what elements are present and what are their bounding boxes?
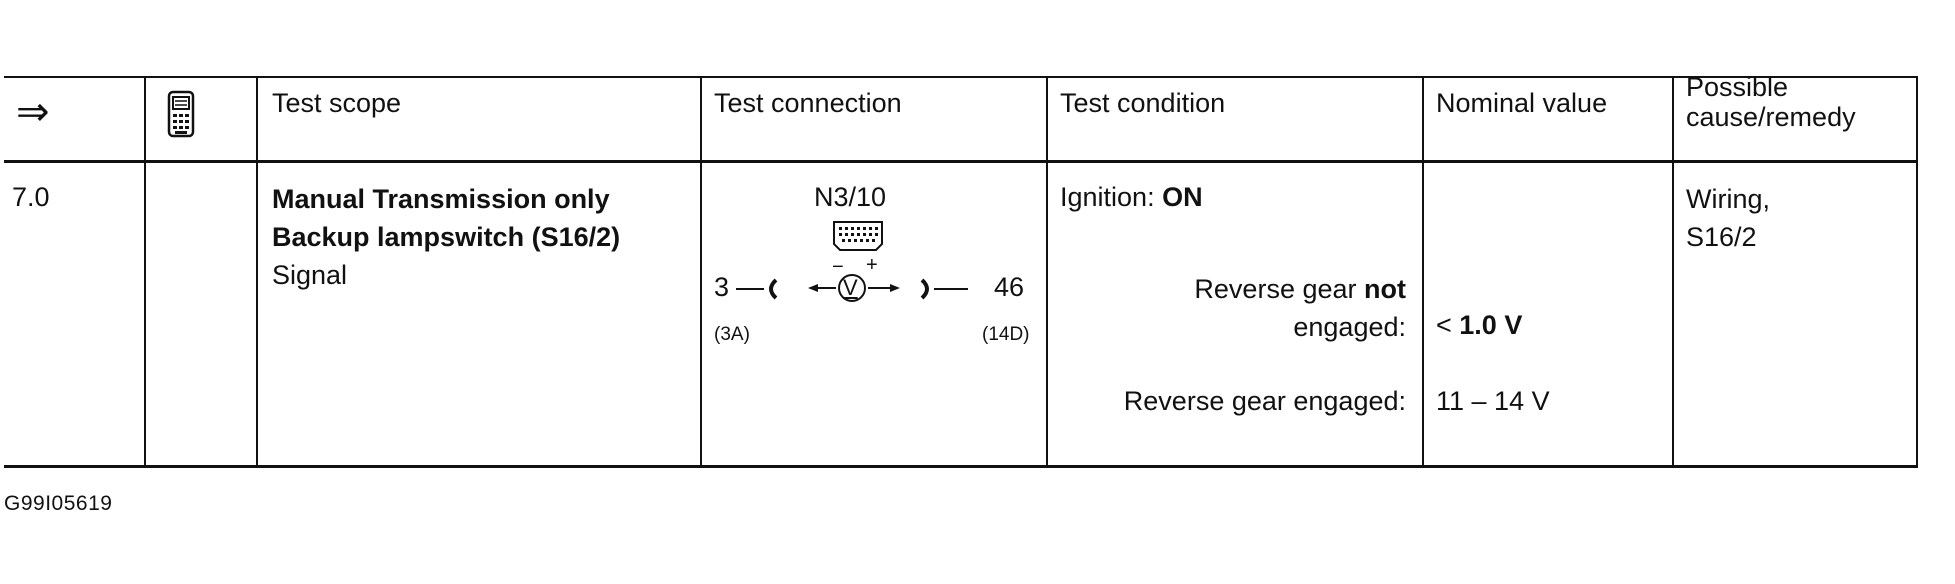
header-possible-cause: Possible cause/remedy: [1686, 72, 1856, 132]
meter-symbol: V: [843, 275, 858, 300]
figure-id: G99I05619: [4, 492, 113, 515]
meter-plus-sign: +: [866, 254, 878, 276]
scope-component: Backup lampswitch (S16/2): [272, 222, 621, 252]
pin-left: 3: [714, 272, 730, 302]
nominal-case1: < 1.0 V: [1436, 310, 1523, 340]
column-divider: [256, 78, 258, 465]
test-scope-cell: Manual Transmission only Backup lampswit…: [272, 180, 620, 294]
socket-right: (14D): [982, 324, 1030, 345]
condition-case1: Reverse gear not engaged:: [1194, 274, 1406, 342]
column-divider: [1046, 78, 1048, 465]
column-divider: [1916, 78, 1918, 465]
header-divider: [4, 160, 1918, 163]
column-divider: [1422, 78, 1424, 465]
step-number: 7.0: [12, 182, 50, 212]
meter-minus-sign: −: [832, 256, 844, 278]
column-divider: [144, 78, 146, 465]
column-divider: [700, 78, 702, 465]
scope-signal: Signal: [272, 260, 348, 290]
voltmeter-icon: [806, 258, 902, 313]
pin-right: 46: [994, 272, 1025, 302]
scope-title: Manual Transmission only: [272, 184, 610, 214]
column-divider: [1672, 78, 1674, 465]
connector-icon: [832, 220, 884, 257]
remedy-cell: Wiring, S16/2: [1686, 184, 1771, 252]
nominal-case2: 11 – 14 V: [1436, 386, 1550, 416]
socket-left: (3A): [714, 324, 750, 345]
header-test-condition: Test condition: [1060, 88, 1226, 118]
test-table: ⇒ Test scope Test connection Test condit…: [4, 72, 1918, 468]
header-test-connection: Test connection: [714, 88, 902, 118]
condition-case2: Reverse gear engaged:: [1123, 386, 1406, 416]
arrow-right-icon: ⇒: [16, 90, 50, 134]
probe-right-icon: [912, 274, 972, 309]
header-test-scope: Test scope: [272, 88, 402, 118]
probe-left-icon: [734, 274, 794, 309]
diagnostic-tester-icon: [167, 90, 195, 143]
ignition-condition: Ignition: ON: [1060, 182, 1203, 212]
module-label: N3/10: [814, 182, 887, 212]
header-nominal-value: Nominal value: [1436, 88, 1608, 118]
